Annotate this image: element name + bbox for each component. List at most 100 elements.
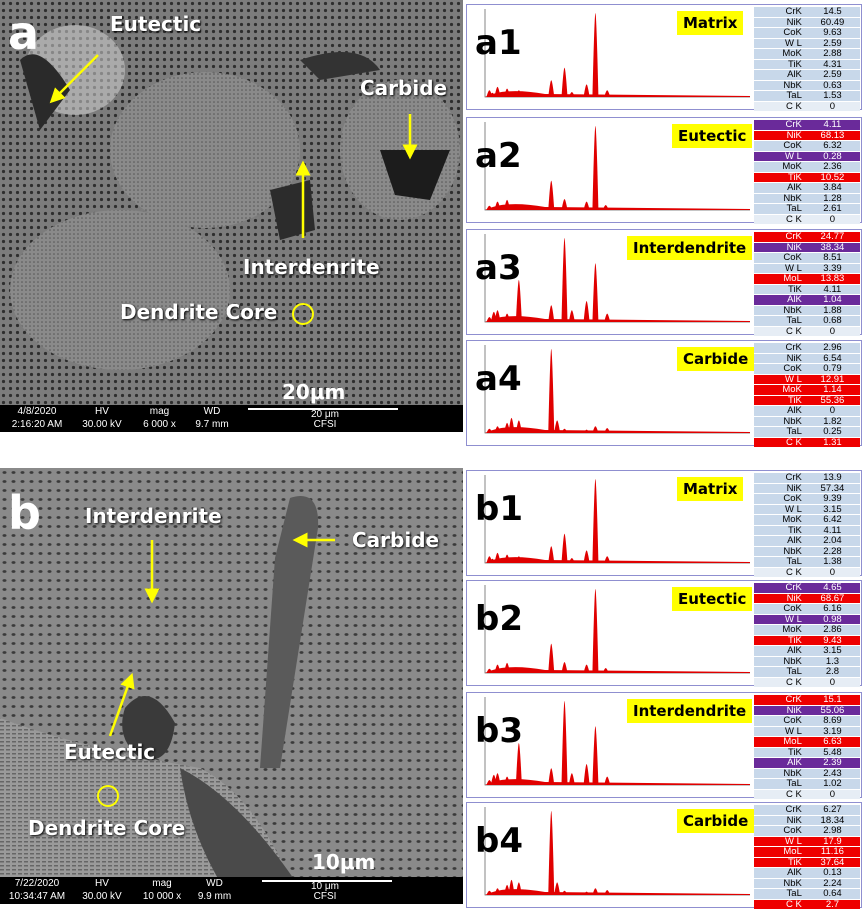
element-name: W L: [754, 504, 805, 515]
element-name: NiK: [754, 483, 805, 494]
bar-scale-small: 10 μm: [311, 881, 339, 892]
bar-mag-label: mag: [152, 878, 172, 889]
element-name: MoK: [754, 48, 805, 60]
element-name: NiK: [754, 593, 805, 604]
element-value: 3.39: [804, 263, 860, 274]
element-name: CoK: [754, 493, 805, 505]
element-value: 37.64: [804, 857, 860, 868]
element-name: AlK: [754, 182, 805, 194]
sem-texture-a: [0, 0, 463, 432]
phase-label: Eutectic: [672, 587, 753, 611]
element-name: TaL: [754, 315, 805, 327]
label-dendrite-core-a: Dendrite Core: [120, 300, 278, 324]
element-name: TaL: [754, 90, 805, 102]
element-value: 15.1: [804, 695, 860, 706]
element-value: 2.39: [804, 757, 860, 769]
element-name: CrK: [754, 120, 805, 131]
spectrum-peak: [548, 180, 555, 210]
spectrum-peak: [592, 479, 599, 563]
element-value: 5.48: [804, 747, 860, 758]
bar-hv-label: HV: [95, 406, 109, 417]
spectrum-tag: a4: [475, 359, 522, 399]
element-name: CoK: [754, 825, 805, 837]
element-name: NiK: [754, 17, 805, 28]
spectrum-peak: [592, 126, 599, 210]
element-value: 1.88: [804, 305, 860, 316]
element-name: C K: [754, 567, 805, 578]
element-value: 6.27: [804, 805, 860, 816]
element-value: 0.28: [804, 151, 860, 162]
bar-mag: 10 000 x: [142, 891, 182, 902]
element-value: 0: [804, 101, 860, 112]
element-value: 2.88: [804, 48, 860, 60]
element-name: MoL: [754, 273, 805, 285]
element-name: CoK: [754, 27, 805, 39]
element-value: 11.16: [804, 846, 860, 858]
element-value: 2.98: [804, 825, 860, 837]
element-value: 6.32: [804, 140, 860, 152]
scale-bar-a: [248, 408, 398, 410]
element-name: CoK: [754, 603, 805, 615]
element-value: 1.82: [804, 416, 860, 427]
element-name: TiK: [754, 395, 805, 406]
element-name: TaL: [754, 888, 805, 900]
label-eutectic-b: Eutectic: [64, 740, 156, 764]
scale-text-b: 10μm: [312, 850, 376, 874]
spectrum-plot: [484, 345, 750, 434]
element-name: MoK: [754, 514, 805, 526]
element-value: 2.96: [804, 343, 860, 354]
element-value: 1.28: [804, 193, 860, 204]
element-value: 2.61: [804, 203, 860, 215]
element-name: NbK: [754, 305, 805, 316]
element-name: W L: [754, 374, 805, 385]
phase-label: Matrix: [677, 11, 744, 35]
spectrum-peak: [515, 743, 522, 785]
spectrum-tag: b1: [475, 489, 523, 529]
element-name: NbK: [754, 768, 805, 779]
spectrum-peak: [548, 768, 555, 785]
element-value: 6.63: [804, 736, 860, 748]
element-value: 0: [804, 405, 860, 417]
spectrum-background: [485, 91, 750, 97]
spectrum-peak: [568, 773, 575, 785]
panel-letter-b: b: [8, 486, 41, 540]
element-value: 3.15: [804, 504, 860, 515]
element-name: CrK: [754, 805, 805, 816]
spectrum-peak: [554, 882, 561, 895]
element-value: 6.54: [804, 353, 860, 364]
label-carbide-b: Carbide: [352, 528, 440, 552]
element-name: TiK: [754, 747, 805, 758]
phase-label: Interdendrite: [627, 699, 753, 723]
spectrum-peak: [583, 764, 590, 785]
element-name: AlK: [754, 757, 805, 769]
element-name: CoK: [754, 363, 805, 375]
element-name: TiK: [754, 59, 805, 70]
element-value: 9.43: [804, 635, 860, 646]
element-name: CoK: [754, 252, 805, 264]
spectrum-background: [485, 204, 750, 210]
element-value: 0.68: [804, 315, 860, 327]
spectrum-plot: [484, 122, 750, 211]
